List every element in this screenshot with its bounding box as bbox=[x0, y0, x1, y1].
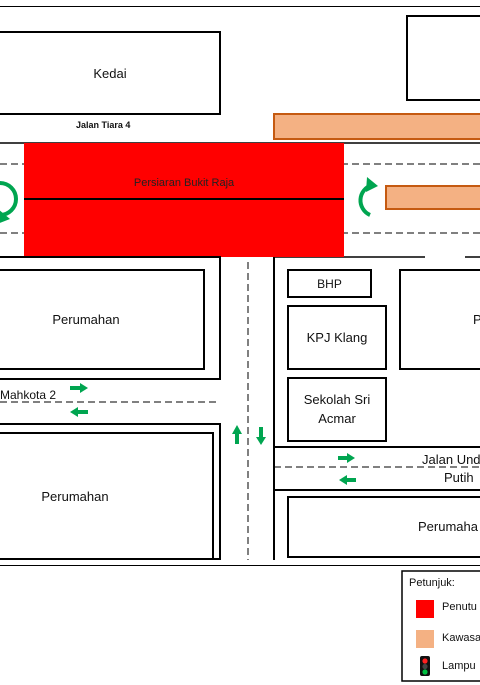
putih-label: Putih bbox=[444, 470, 474, 485]
kpj-label: KPJ Klang bbox=[306, 330, 368, 345]
legend-item-closure-label: Penutu bbox=[442, 601, 477, 613]
perumahan-block-2 bbox=[0, 432, 214, 560]
arrow-up-icon bbox=[232, 425, 242, 444]
legend-item-traffic-light-label: Lampu bbox=[442, 660, 476, 672]
mahkota-2-label: Mahkota 2 bbox=[0, 388, 57, 402]
perumahan-3-label: Perumaha bbox=[418, 519, 478, 534]
bhp-building bbox=[287, 269, 372, 298]
legend-box bbox=[401, 570, 480, 682]
legend-swatch-closure bbox=[416, 600, 434, 618]
arrow-right-icon bbox=[338, 453, 355, 463]
p-building bbox=[399, 269, 480, 370]
legend-item-zone-label: Kawasa bbox=[442, 632, 480, 644]
perumahan-block-1 bbox=[0, 269, 205, 370]
orange-zone-right bbox=[385, 185, 480, 210]
u-turn-arrow-left-icon bbox=[0, 181, 18, 223]
legend-swatch-zone bbox=[416, 630, 434, 648]
perumahan-1-label: Perumahan bbox=[52, 312, 120, 327]
arrow-left-icon bbox=[339, 475, 356, 485]
legend-title: Petunjuk: bbox=[409, 577, 455, 589]
arrow-down-icon bbox=[256, 427, 266, 445]
kedai-label: Kedai bbox=[93, 65, 127, 81]
jalan-tiara-4-label: Jalan Tiara 4 bbox=[76, 120, 131, 130]
perumahan-2-label: Perumahan bbox=[41, 488, 109, 504]
arrow-right-icon bbox=[70, 383, 88, 393]
u-turn-arrow-right-icon bbox=[358, 177, 378, 217]
arrow-left-icon bbox=[70, 407, 88, 417]
top-right-building bbox=[406, 15, 480, 101]
perumahan-block-3 bbox=[287, 496, 480, 558]
orange-zone-top bbox=[273, 113, 480, 140]
p-building-label: P bbox=[473, 312, 480, 327]
perumahan-block-3-outer bbox=[273, 489, 480, 560]
kpj-building bbox=[287, 305, 387, 370]
jalan-und-label: Jalan Und bbox=[422, 452, 480, 467]
persiaran-bukit-raja-label: Persiaran Bukit Raja bbox=[133, 177, 235, 189]
traffic-light-icon bbox=[420, 656, 430, 676]
sekolah-label: Sekolah Sri Acmar bbox=[303, 392, 371, 426]
bhp-label: BHP bbox=[317, 276, 342, 291]
kedai-building bbox=[0, 31, 221, 115]
sekolah-building bbox=[287, 377, 387, 442]
